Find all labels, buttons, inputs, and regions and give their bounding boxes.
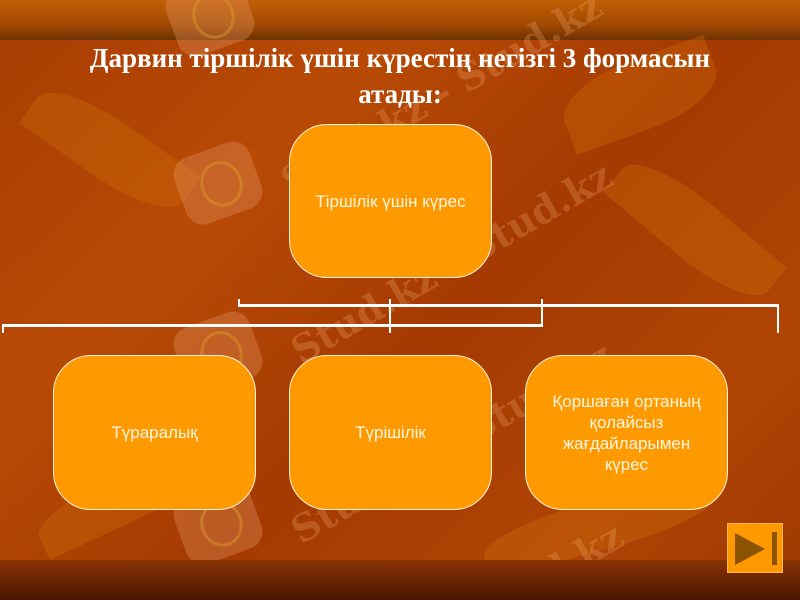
diagram-child-node-environment: Қоршаған ортаның қолайсыз жағдайларымен … [525, 355, 728, 510]
diagram-child-label: Түрішілік [355, 423, 426, 442]
connector-line [541, 299, 543, 327]
connector-line [389, 299, 391, 333]
connector-line [2, 324, 4, 333]
play-end-icon [735, 533, 765, 565]
connector-line [238, 299, 240, 306]
play-end-icon-bar [772, 532, 777, 565]
diagram-child-node-intraspecific: Түрішілік [289, 355, 492, 510]
diagram-child-node-interspecific: Түраралық [53, 355, 256, 510]
diagram-root-node: Тіршілік үшін күрес [289, 124, 492, 278]
diagram-child-label: Қоршаған ортаның қолайсыз жағдайларымен … [552, 391, 701, 474]
slide-title: Дарвин тіршілік үшін күрестің негізгі 3 … [89, 43, 711, 109]
diagram-child-label: Түраралық [111, 423, 198, 442]
connector-line [238, 304, 779, 307]
connector-line [2, 324, 543, 327]
watermark-logo-icon [168, 136, 268, 230]
diagram-root-label: Тіршілік үшін күрес [315, 191, 466, 211]
bottom-bar [0, 560, 800, 600]
background-leaf [602, 145, 788, 315]
top-bar [0, 0, 800, 40]
next-slide-button[interactable] [727, 523, 783, 573]
connector-line [777, 304, 779, 333]
